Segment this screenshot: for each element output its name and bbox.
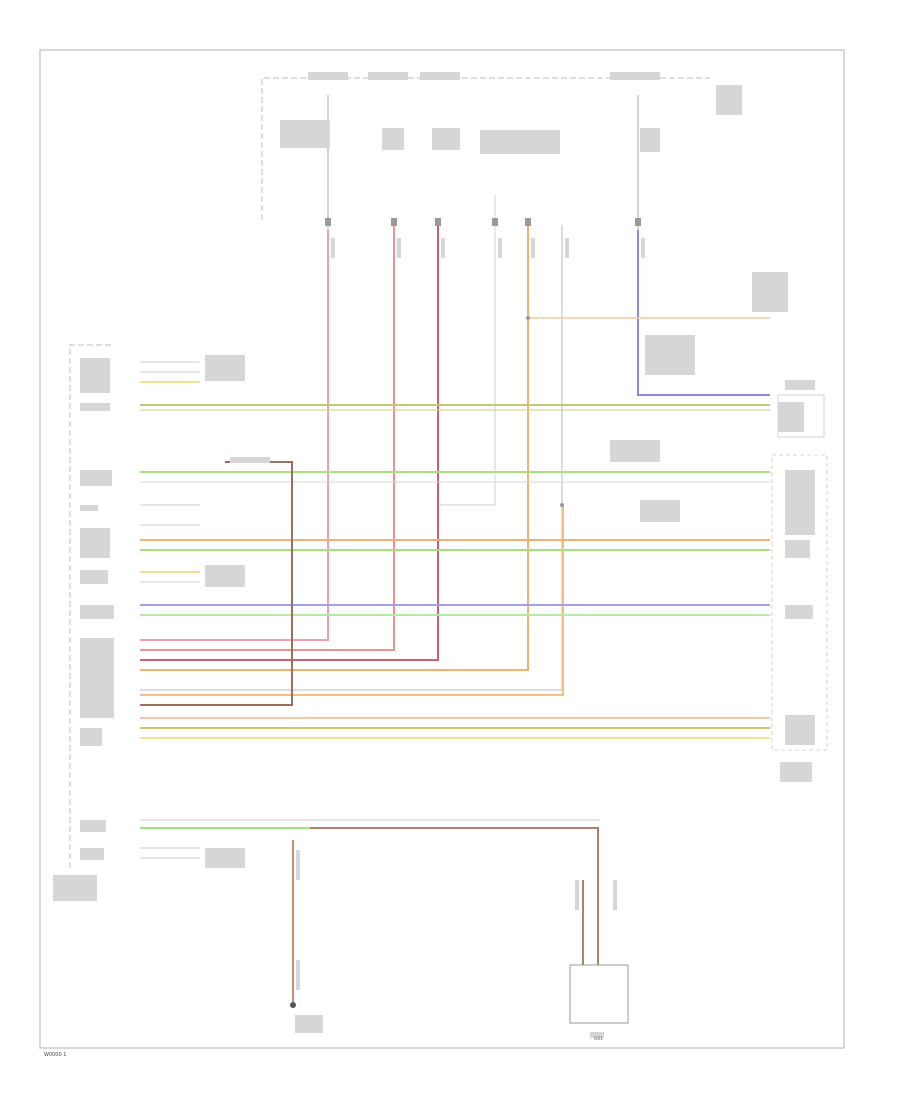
fuse-marker-5 <box>525 218 531 226</box>
connector-marks <box>290 218 641 1008</box>
illegible-labels <box>53 72 815 1038</box>
wire-red-1 <box>140 230 329 641</box>
wire-red-2 <box>140 222 395 651</box>
fuse-box-outline <box>261 77 710 220</box>
vertical-wires <box>140 95 770 696</box>
bottom-ground-label: G01 <box>594 1036 603 1042</box>
lower-wires <box>140 819 600 1005</box>
fuse-marker-3 <box>435 218 441 226</box>
fuse-marker-6 <box>635 218 641 226</box>
wire-gray-2 <box>140 225 563 691</box>
wire-blue <box>637 230 770 396</box>
terminal-stubs <box>140 361 200 859</box>
wire-orange-1 <box>140 222 529 671</box>
splice-point-2 <box>526 316 530 320</box>
wire-dark-red <box>140 222 439 661</box>
footer-code: W0000 1 <box>44 1052 66 1058</box>
horizontal-wires <box>140 381 770 739</box>
wire-lower-brown <box>310 827 599 965</box>
fuse-marker-2 <box>391 218 397 226</box>
ground-point <box>290 1002 296 1008</box>
fuse-marker-1 <box>325 218 331 226</box>
left-module-outline <box>69 344 112 868</box>
bottom-right-component <box>569 964 629 1024</box>
diagram-frame <box>39 49 845 1049</box>
wire-orange-2 <box>140 505 564 696</box>
wire-gray-thin <box>440 195 496 506</box>
splice-point-1 <box>560 503 564 507</box>
fuse-marker-4 <box>492 218 498 226</box>
